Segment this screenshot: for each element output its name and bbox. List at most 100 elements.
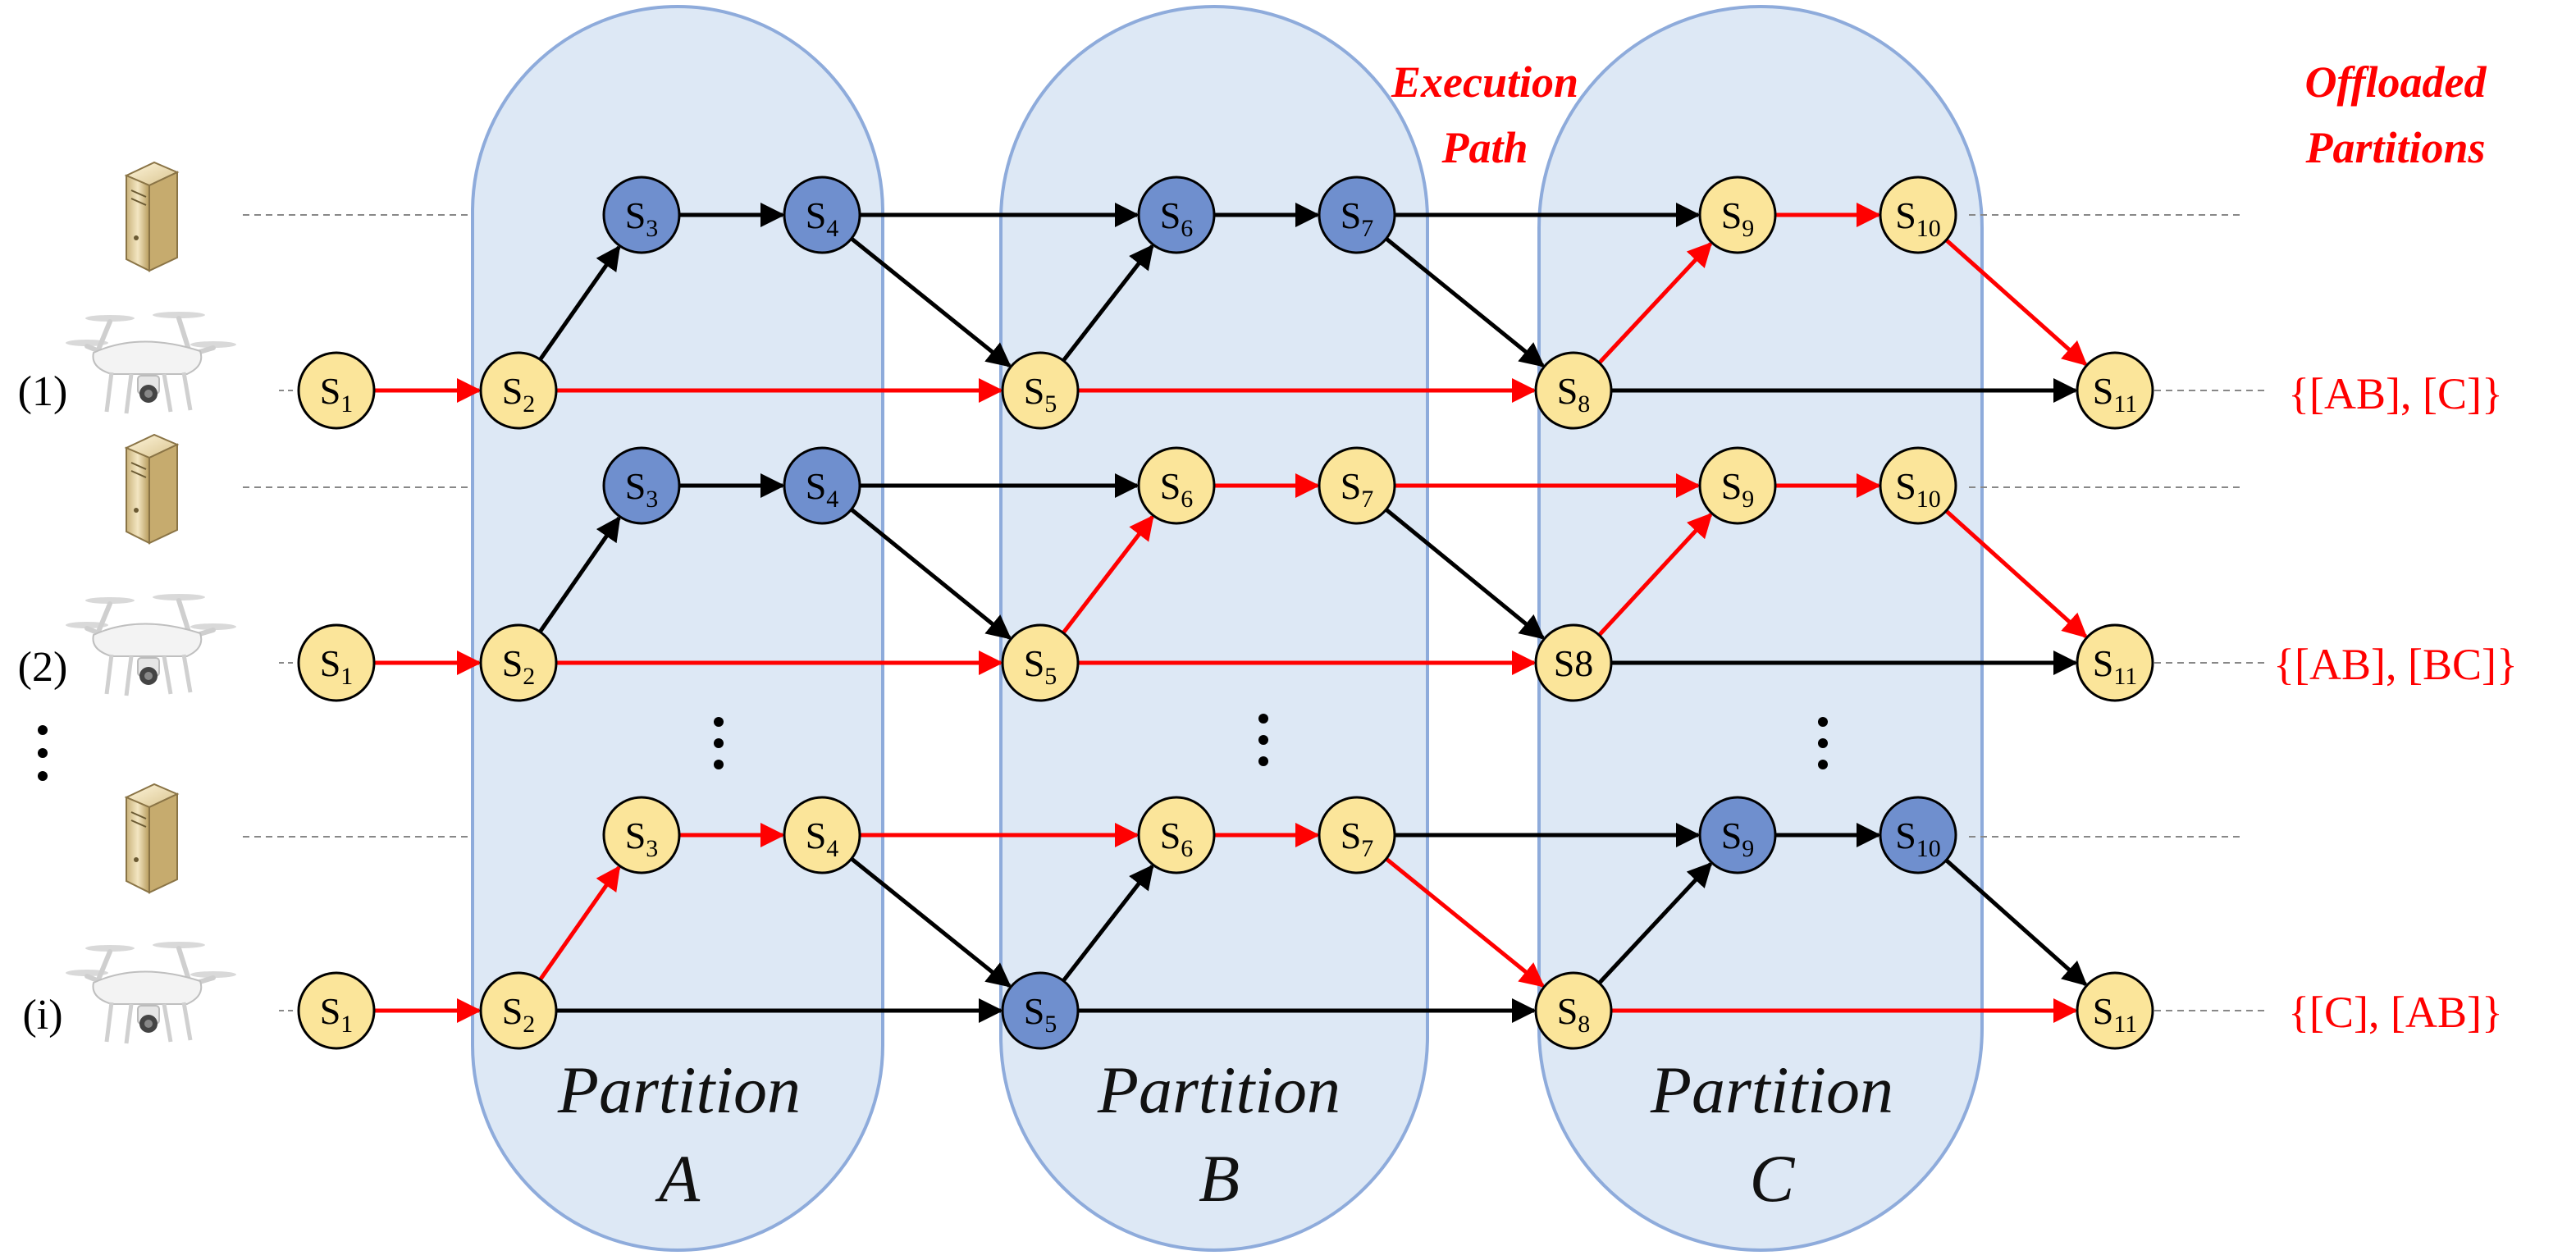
node-s1: S1 <box>297 623 376 702</box>
edge-s8-s9 <box>1597 241 1713 365</box>
edge-s2-s3 <box>538 865 621 981</box>
partition-c-word: Partition <box>1650 1052 1893 1127</box>
node-s9-label: S9 <box>1721 815 1755 862</box>
node-s9-label: S9 <box>1721 194 1755 242</box>
node-s7-label: S7 <box>1341 465 1374 513</box>
node-s6-label: S6 <box>1160 815 1194 862</box>
execution-path-label-line2: Path <box>1441 123 1528 172</box>
header-labels: Execution Path Offloaded Partitions <box>1391 57 2487 172</box>
node-s8: S8 <box>1534 351 1613 430</box>
node-s9-label: S9 <box>1721 465 1755 513</box>
edge-s2-s3 <box>538 515 621 633</box>
node-s11: S11 <box>2076 623 2154 702</box>
execution-path-label-line1: Execution <box>1391 57 1578 107</box>
ellipsis-left <box>38 725 48 781</box>
row-labels-layer: (1){[AB], [C]}(2){[AB], [BC]}(i){[C], [A… <box>18 368 2518 1039</box>
node-s10: S10 <box>1879 176 1957 254</box>
node-s4-label: S4 <box>806 815 839 862</box>
ellipsis-partition-b <box>1258 714 1268 766</box>
node-s5: S5 <box>1001 351 1080 430</box>
node-s11-label: S11 <box>2093 990 2137 1038</box>
row-label: (1) <box>18 368 68 415</box>
node-s8-label: S8 <box>1557 990 1591 1038</box>
node-s6: S6 <box>1137 796 1216 874</box>
node-s1-label: S1 <box>320 370 354 418</box>
ellipsis-partition-a <box>714 717 724 769</box>
edge-s10-s11 <box>1944 509 2088 638</box>
node-s4: S4 <box>783 176 861 254</box>
server-icon <box>124 161 180 272</box>
node-s11-label: S11 <box>2093 370 2137 418</box>
partitions-layer <box>471 5 1984 1252</box>
node-s8: S8 <box>1534 971 1613 1050</box>
node-s8-label: S8 <box>1554 642 1594 684</box>
node-s7-label: S7 <box>1341 815 1374 862</box>
node-s5-label: S5 <box>1024 370 1057 418</box>
node-s11: S11 <box>2076 971 2154 1050</box>
icons-layer <box>66 161 236 1044</box>
node-s2: S2 <box>479 351 558 430</box>
edge-s4-s5 <box>850 236 1012 368</box>
node-s3: S3 <box>602 176 681 254</box>
node-s2-label: S2 <box>502 642 536 690</box>
node-s5-label: S5 <box>1024 990 1057 1038</box>
server-dashed-lines <box>243 214 2264 1011</box>
node-s10: S10 <box>1879 796 1957 874</box>
node-s1-label: S1 <box>320 990 354 1038</box>
partition-b-letter: B <box>1199 1141 1240 1216</box>
ellipsis-partition-c <box>1818 717 1828 769</box>
node-s10-label: S10 <box>1895 194 1941 242</box>
node-s5-label: S5 <box>1024 642 1057 690</box>
partition-c-letter: C <box>1750 1141 1796 1216</box>
node-s2-label: S2 <box>502 370 536 418</box>
node-s9: S9 <box>1698 796 1777 874</box>
server-icon <box>124 783 180 894</box>
partition-a-capsule <box>471 5 884 1252</box>
node-s2: S2 <box>479 623 558 702</box>
node-s1-label: S1 <box>320 642 354 690</box>
edge-s2-s3 <box>538 244 621 361</box>
node-s4: S4 <box>783 446 861 525</box>
node-s8-label: S8 <box>1557 370 1591 418</box>
node-s1: S1 <box>297 351 376 430</box>
node-s3-label: S3 <box>625 815 659 862</box>
row-label: (2) <box>18 644 68 691</box>
edge-s7-s8 <box>1385 237 1546 368</box>
edge-s5-s6 <box>1062 864 1154 983</box>
node-s3: S3 <box>602 796 681 874</box>
offloaded-partitions-value: {[AB], [C]} <box>2288 369 2503 418</box>
node-s4: S4 <box>783 796 861 874</box>
node-s6: S6 <box>1137 446 1216 525</box>
node-s6-label: S6 <box>1160 194 1194 242</box>
edge-s7-s8 <box>1385 857 1546 988</box>
node-s4-label: S4 <box>806 194 839 242</box>
offloaded-partitions-label-line2: Partitions <box>2304 123 2485 172</box>
row-label: (i) <box>22 992 62 1039</box>
node-s3: S3 <box>602 446 681 525</box>
edge-s4-s5 <box>850 856 1012 988</box>
node-s7-label: S7 <box>1341 194 1374 242</box>
node-s8: S8 <box>1534 623 1613 702</box>
node-s3-label: S3 <box>625 194 659 242</box>
partition-a-letter: A <box>655 1141 701 1216</box>
node-s2: S2 <box>479 971 558 1050</box>
partition-labels: Partition A Partition B Partition C <box>557 1052 1893 1216</box>
node-s9: S9 <box>1698 446 1777 525</box>
offloaded-partitions-value: {[C], [AB]} <box>2288 988 2503 1037</box>
node-s9: S9 <box>1698 176 1777 254</box>
offloaded-partitions-label-line1: Offloaded <box>2305 57 2487 107</box>
ellipsis-indicators <box>38 714 1828 781</box>
partition-a-word: Partition <box>557 1052 801 1127</box>
node-s4-label: S4 <box>806 465 839 513</box>
node-s5: S5 <box>1001 623 1080 702</box>
node-s7: S7 <box>1318 176 1396 254</box>
edge-s5-s6 <box>1062 244 1154 363</box>
server-icon <box>124 433 180 545</box>
node-s6-label: S6 <box>1160 465 1194 513</box>
node-s7: S7 <box>1318 796 1396 874</box>
node-s10: S10 <box>1879 446 1957 525</box>
node-s11: S11 <box>2076 351 2154 430</box>
edge-s10-s11 <box>1944 238 2088 367</box>
